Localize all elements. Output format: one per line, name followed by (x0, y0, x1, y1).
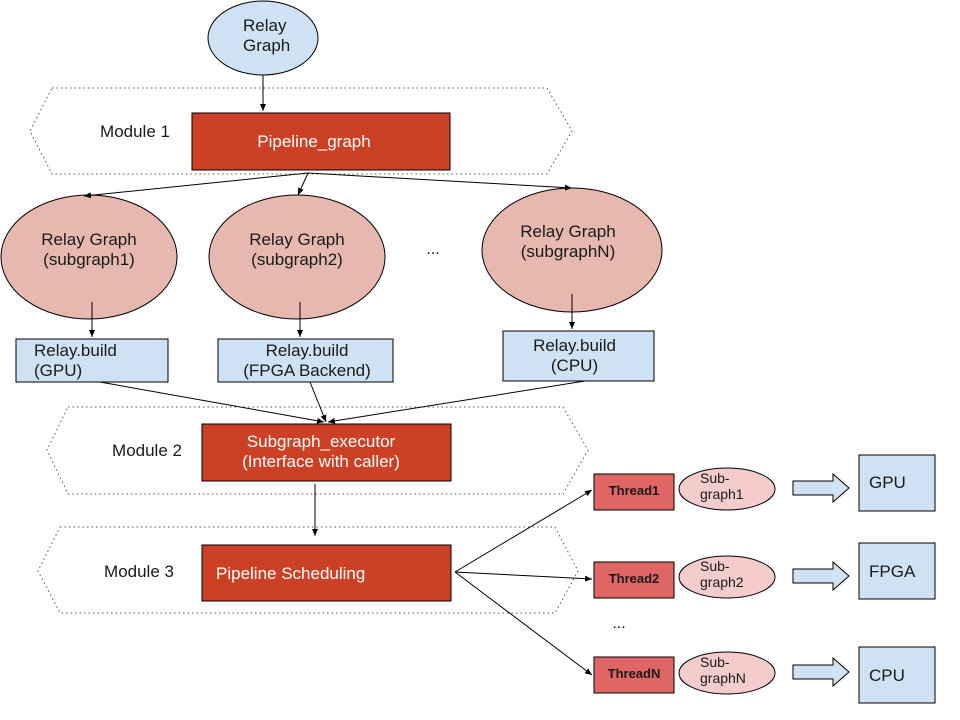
subgraph-2-label: Relay Graph (subgraph2) (249, 230, 345, 269)
subgraph-executor-label: Subgraph_executor (Interface with caller… (242, 432, 400, 471)
build-box-cpu (502, 330, 655, 382)
thread-subgraph-2-label: Sub- graph2 (700, 558, 744, 591)
thread-1-label: Thread1 (608, 483, 660, 498)
pipeline-scheduling-box (201, 544, 452, 602)
pipeline-scheduling-label: Pipeline Scheduling (216, 564, 366, 583)
thread-subgraph-2 (678, 555, 776, 599)
device-box-gpu (858, 454, 936, 512)
thread-box-2 (593, 561, 675, 599)
device-fpga-label: FPGA (869, 562, 916, 581)
arrow-pipeline-graph-to-subgraph-n (307, 172, 573, 191)
subgraph-executor-box (201, 423, 452, 482)
arrow-build-gpu-to-executor (99, 381, 325, 424)
subgraph-1-label: Relay Graph (subgraph1) (41, 230, 137, 269)
device-cpu-label: CPU (869, 666, 905, 685)
thread-subgraph-n-label: Sub- graphN (700, 654, 746, 687)
arrow-scheduling-to-thread-2 (454, 571, 593, 582)
thread-n-label: ThreadN (607, 666, 661, 681)
thread-ellipsis: ... (612, 615, 626, 632)
block-arrow-cpu (792, 656, 850, 688)
build-box-gpu (15, 338, 169, 383)
subgraph-n-label: Relay Graph (subgraphN) (520, 222, 616, 261)
arrow-scheduling-to-thread-n (454, 571, 593, 676)
build-cpu-label: Relay.build (CPU) (533, 336, 616, 375)
arrow-pipeline-graph-to-subgraph-2 (297, 172, 309, 196)
block-arrow-gpu (792, 472, 850, 504)
module-1-container (29, 87, 573, 175)
module-2-container (46, 406, 589, 495)
subgraph-node-2 (208, 194, 386, 320)
thread-2-label: Thread2 (608, 571, 660, 586)
thread-subgraph-1 (678, 467, 776, 511)
module-2-label: Module 2 (112, 441, 182, 460)
arrow-build-cpu-to-executor (327, 380, 586, 424)
arrow-pipeline-graph-to-subgraph-1 (83, 172, 309, 199)
thread-subgraph-1-label: Sub- graph1 (700, 470, 744, 503)
subgraph-ellipsis: ... (426, 241, 440, 258)
thread-subgraph-n (678, 651, 776, 695)
root-relay-graph-label: Relay Graph (243, 16, 291, 55)
thread-box-1 (593, 473, 675, 511)
module-3-container (37, 526, 579, 614)
arrow-build-fpga-to-executor (309, 381, 327, 423)
block-arrow-fpga (792, 560, 850, 592)
thread-box-n (593, 656, 675, 694)
pipeline-graph-label: Pipeline_graph (257, 132, 371, 151)
device-box-cpu (858, 646, 936, 704)
module-1-label: Module 1 (100, 122, 170, 141)
pipeline-graph-box (191, 112, 451, 171)
device-box-fpga (858, 542, 936, 600)
module-3-label: Module 3 (104, 562, 174, 581)
arrow-scheduling-to-thread-1 (454, 489, 593, 573)
build-fpga-label: Relay.build (FPGA Backend) (243, 341, 371, 380)
build-gpu-label: Relay.build (GPU) (34, 341, 117, 380)
device-gpu-label: GPU (869, 473, 906, 492)
build-box-fpga (217, 338, 394, 383)
